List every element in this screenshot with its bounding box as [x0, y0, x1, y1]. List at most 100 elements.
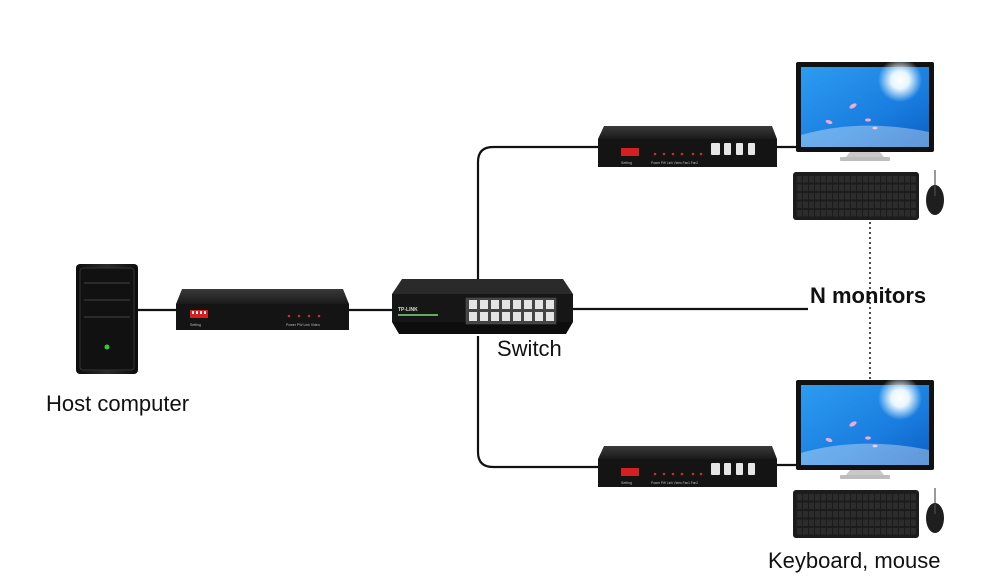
keyboard-key [851, 201, 856, 208]
keyboard-key [821, 201, 826, 208]
keyboard-key [839, 201, 844, 208]
keyboard-key [893, 502, 898, 509]
mouse-icon [926, 503, 944, 533]
keyboard-key [857, 494, 862, 501]
keyboard-key [893, 528, 898, 535]
keyboard-key [875, 184, 880, 191]
keyboard-key [881, 494, 886, 501]
keyboard-key [851, 528, 856, 535]
transmitter-setting-label: Setting [190, 323, 201, 327]
keyboard-key [911, 176, 916, 183]
keyboard-key [857, 176, 862, 183]
switch-port [535, 312, 543, 321]
keyboard-key [875, 519, 880, 526]
keyboard-mouse-label: Keyboard, mouse [768, 548, 941, 573]
keyboard-key [899, 511, 904, 518]
keyboard-key [905, 511, 910, 518]
keyboard-key [839, 511, 844, 518]
keyboard-key [905, 193, 910, 200]
keyboard-key [815, 201, 820, 208]
switch-port [480, 300, 488, 309]
keyboard-key [815, 210, 820, 217]
switch-port [513, 312, 521, 321]
receiver-bottom-led-labels: Power PW Link Video Fan1 Fan2 [651, 481, 698, 485]
keyboard-key [809, 494, 814, 501]
keyboard-key [881, 193, 886, 200]
keyboard-key [875, 502, 880, 509]
keyboard-key [887, 502, 892, 509]
keyboard-key [863, 176, 868, 183]
keyboard-key [911, 201, 916, 208]
keyboard-key [827, 511, 832, 518]
keyboard-key [821, 519, 826, 526]
keyboard-mouse-top [793, 170, 944, 220]
keyboard-key [803, 528, 808, 535]
switch-port [502, 300, 510, 309]
keyboard-key [881, 201, 886, 208]
keyboard-key [827, 176, 832, 183]
keyboard-key [863, 210, 868, 217]
keyboard-key [845, 193, 850, 200]
host-computer [76, 264, 138, 374]
keyboard-key [857, 184, 862, 191]
keyboard-key [893, 193, 898, 200]
keyboard-key [833, 176, 838, 183]
keyboard-key [797, 184, 802, 191]
keyboard-key [863, 519, 868, 526]
keyboard-key [797, 176, 802, 183]
keyboard-key [833, 201, 838, 208]
keyboard-key [809, 511, 814, 518]
switch-port [535, 300, 543, 309]
keyboard-key [821, 511, 826, 518]
mouse-icon [926, 185, 944, 215]
keyboard-key [887, 511, 892, 518]
keyboard-key [827, 201, 832, 208]
keyboard-key [821, 494, 826, 501]
keyboard-key [815, 528, 820, 535]
host-computer-label: Host computer [46, 391, 190, 416]
keyboard-key [803, 519, 808, 526]
keyboard-key [839, 210, 844, 217]
keyboard-key [827, 502, 832, 509]
keyboard-key [911, 519, 916, 526]
keyboard-key [803, 511, 808, 518]
keyboard-key [833, 184, 838, 191]
dip-switch-icon [621, 468, 639, 476]
keyboard-key [893, 519, 898, 526]
switch-port [491, 300, 499, 309]
keyboard-key [845, 210, 850, 217]
monitor-bottom [796, 376, 934, 479]
keyboard-key [881, 210, 886, 217]
keyboard-key [887, 494, 892, 501]
cable-switch-to-receiver-bottom [476, 336, 598, 469]
keyboard-key [857, 193, 862, 200]
keyboard-key [911, 184, 916, 191]
keyboard-key [803, 502, 808, 509]
keyboard-key [833, 528, 838, 535]
keyboard-key [821, 528, 826, 535]
keyboard-key [857, 210, 862, 217]
keyboard-key [821, 210, 826, 217]
keyboard-key [869, 176, 874, 183]
network-switch: TP-LINK [392, 279, 573, 334]
keyboard-key [821, 176, 826, 183]
receiver-box-bottom: Setting Power PW Link Video Fan1 Fan2 [598, 446, 777, 487]
dip-switch-icon [621, 148, 639, 156]
keyboard-key [839, 528, 844, 535]
keyboard-key [809, 184, 814, 191]
keyboard-key [893, 210, 898, 217]
keyboard-key [833, 511, 838, 518]
keyboard-key [845, 528, 850, 535]
keyboard-key [905, 494, 910, 501]
keyboard-key [863, 494, 868, 501]
keyboard-key [821, 193, 826, 200]
keyboard-key [833, 210, 838, 217]
keyboard-key [803, 176, 808, 183]
keyboard-key [851, 502, 856, 509]
keyboard-key [869, 193, 874, 200]
keyboard-key [839, 502, 844, 509]
keyboard-key [869, 511, 874, 518]
keyboard-key [899, 201, 904, 208]
keyboard-key [809, 519, 814, 526]
